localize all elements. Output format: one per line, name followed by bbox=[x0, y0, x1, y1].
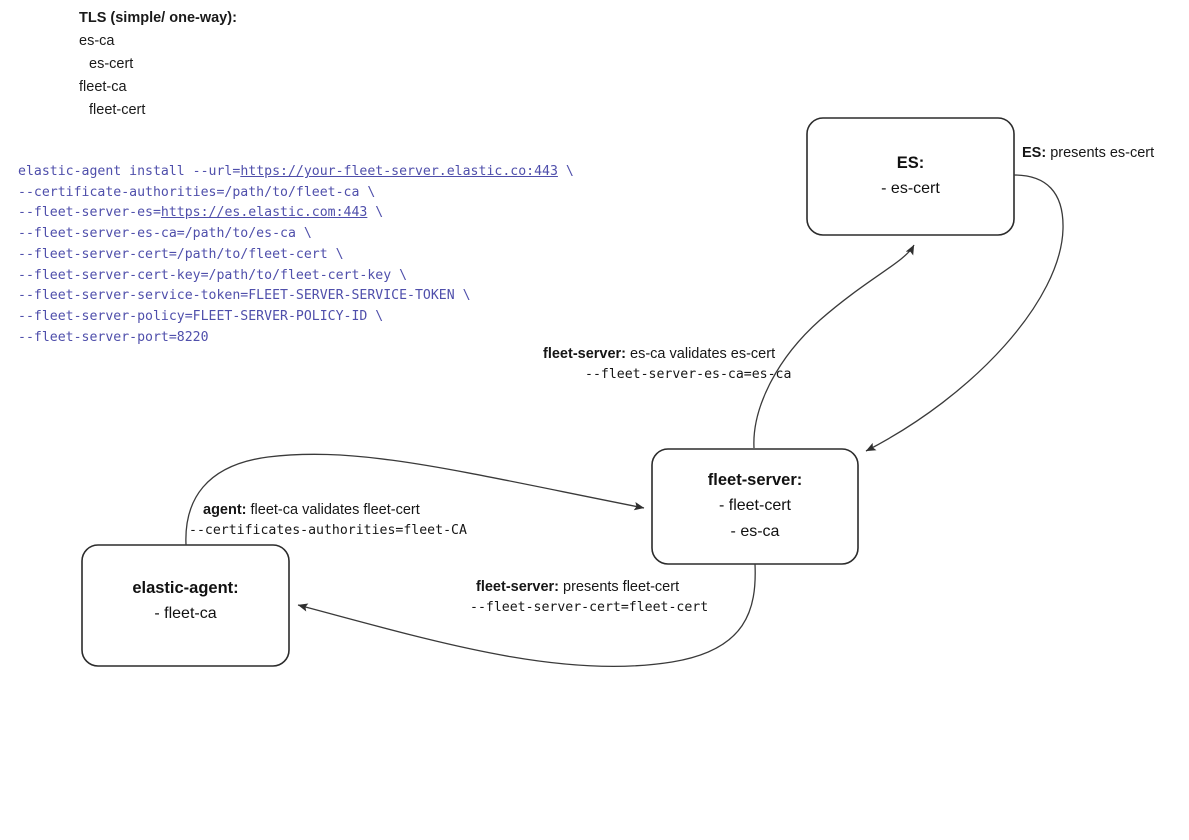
command-line-1-post: \ bbox=[557, 164, 574, 179]
tls-legend: TLS (simple/ one-way): es-ca es-cert fle… bbox=[79, 7, 499, 122]
tls-legend-item-fleet-cert: fleet-cert bbox=[89, 102, 146, 118]
command-line-3: --fleet-server-es=https://es.elastic.com… bbox=[18, 203, 718, 224]
node-box-es[interactable] bbox=[806, 117, 1015, 236]
node-box-fleet-server[interactable] bbox=[651, 448, 859, 565]
tls-legend-item-fleet-ca: fleet-ca bbox=[79, 79, 127, 95]
command-line-3-url[interactable]: https://es.elastic.com:443 bbox=[160, 205, 368, 221]
install-command-block: elastic-agent install --url=https://your… bbox=[18, 162, 718, 348]
tls-legend-title: TLS (simple/ one-way): bbox=[79, 10, 237, 26]
command-line-8-pre: --fleet-server-policy=FLEET-SERVER-POLIC… bbox=[18, 308, 384, 324]
command-line-7: --fleet-server-service-token=FLEET-SERVE… bbox=[18, 286, 718, 307]
command-line-4-pre: --fleet-server-es-ca=/path/to/es-ca \ bbox=[18, 226, 312, 242]
command-line-8: --fleet-server-policy=FLEET-SERVER-POLIC… bbox=[18, 307, 718, 328]
node-box-elastic-agent[interactable] bbox=[81, 544, 290, 667]
tls-legend-item-es-cert: es-cert bbox=[89, 56, 134, 72]
command-line-2-pre: --certificate-authorities=/path/to/fleet… bbox=[18, 184, 376, 200]
command-line-3-pre: --fleet-server-es= bbox=[18, 205, 161, 221]
command-line-7-pre: --fleet-server-service-token=FLEET-SERVE… bbox=[18, 288, 471, 304]
command-line-1: elastic-agent install --url=https://your… bbox=[18, 162, 718, 183]
command-line-4: --fleet-server-es-ca=/path/to/es-ca \ bbox=[18, 224, 718, 245]
edge-elastic-agent-to-fleet-server bbox=[185, 453, 645, 546]
edge-es-to-fleet-server bbox=[865, 174, 1064, 452]
command-line-5-pre: --fleet-server-cert=/path/to/fleet-cert … bbox=[18, 246, 344, 262]
command-line-2: --certificate-authorities=/path/to/fleet… bbox=[18, 183, 718, 204]
edge-fleet-server-to-es bbox=[753, 244, 915, 449]
command-line-6: --fleet-server-cert-key=/path/to/fleet-c… bbox=[18, 266, 718, 287]
command-line-3-post: \ bbox=[367, 205, 384, 221]
command-line-1-url[interactable]: https://your-fleet-server.elastic.co:443 bbox=[240, 164, 558, 179]
tls-legend-item-es-ca: es-ca bbox=[79, 33, 115, 49]
command-line-9-pre: --fleet-server-port=8220 bbox=[18, 329, 209, 345]
command-line-1-pre: elastic-agent install --url= bbox=[18, 164, 241, 179]
command-line-9: --fleet-server-port=8220 bbox=[18, 328, 718, 349]
command-line-6-pre: --fleet-server-cert-key=/path/to/fleet-c… bbox=[18, 267, 408, 283]
edge-fleet-server-to-elastic-agent bbox=[297, 563, 756, 668]
command-line-5: --fleet-server-cert=/path/to/fleet-cert … bbox=[18, 245, 718, 266]
